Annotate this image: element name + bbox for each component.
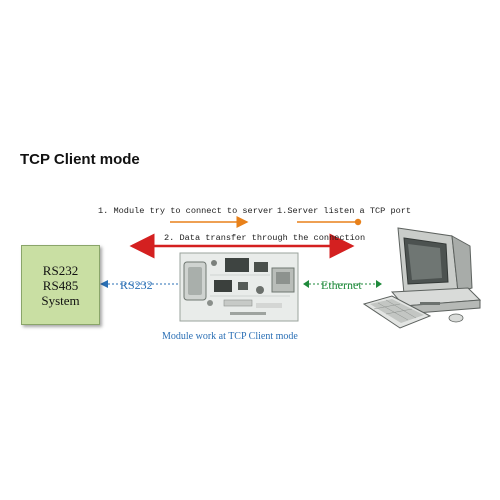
circuit-board-icon <box>179 252 299 322</box>
listen-dot <box>354 218 362 226</box>
step1-label: 1. Module try to connect to server <box>98 206 274 216</box>
system-box: RS232 RS485 System <box>21 245 100 325</box>
desktop-computer-icon <box>362 227 482 329</box>
system-line-2: RS485 <box>42 277 79 293</box>
step2-label: 2. Data transfer through the connection <box>164 233 366 243</box>
ethernet-link-label: Ethernet <box>321 278 362 292</box>
page-title: TCP Client mode <box>20 151 140 168</box>
system-line-3: System <box>41 292 80 308</box>
module-caption: Module work at TCP Client mode <box>162 331 298 342</box>
rs232-link-label: RS232 <box>120 278 153 292</box>
server-listen-label: 1.Server listen a TCP port <box>277 206 412 216</box>
system-line-1: RS232 <box>42 262 79 278</box>
